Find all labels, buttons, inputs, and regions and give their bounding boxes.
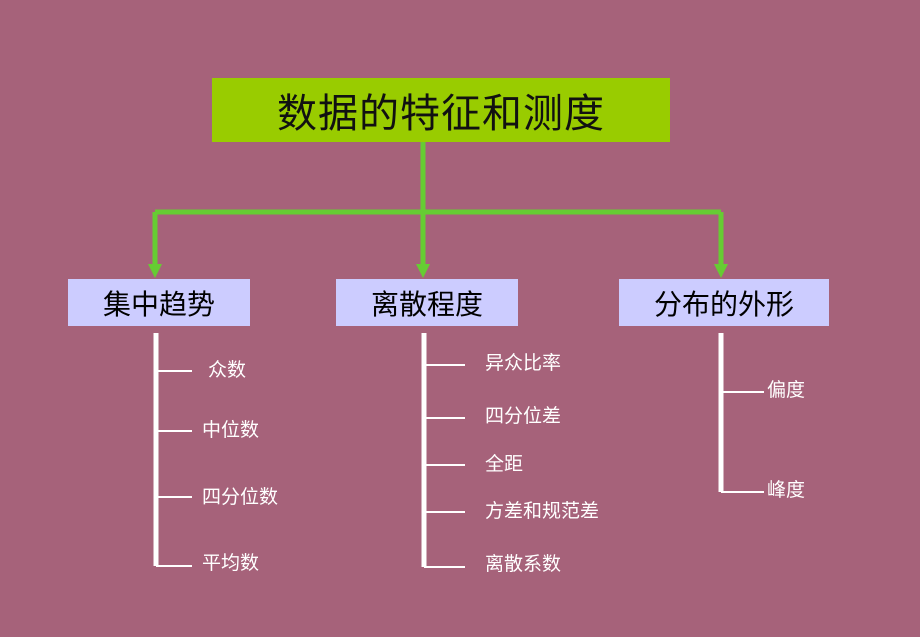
category-distribution-shape: 分布的外形 xyxy=(619,279,829,326)
arrow-middle-icon xyxy=(416,264,430,278)
list-item: 中位数 xyxy=(202,419,260,441)
list-item: 方差和规范差 xyxy=(485,500,600,522)
category-dispersion: 离散程度 xyxy=(336,279,518,326)
arrow-right-icon xyxy=(714,264,728,278)
list-item: 全距 xyxy=(485,453,524,475)
category-label: 集中趋势 xyxy=(102,287,215,321)
category-label: 分布的外形 xyxy=(653,287,794,321)
root-title: 数据的特征和测度 xyxy=(277,91,605,137)
category-label: 离散程度 xyxy=(370,287,483,321)
list-item: 峰度 xyxy=(767,479,806,501)
list-item: 偏度 xyxy=(767,379,806,401)
list-item: 平均数 xyxy=(202,552,260,574)
list-item: 众数 xyxy=(208,359,247,381)
list-item: 四分位数 xyxy=(202,486,279,508)
category-central-tendency: 集中趋势 xyxy=(68,279,250,326)
list-item: 离散系数 xyxy=(485,553,562,575)
root-title-box: 数据的特征和测度 xyxy=(212,78,670,142)
arrow-left-icon xyxy=(148,264,162,278)
list-item: 四分位差 xyxy=(485,405,562,427)
list-item: 异众比率 xyxy=(485,352,562,374)
